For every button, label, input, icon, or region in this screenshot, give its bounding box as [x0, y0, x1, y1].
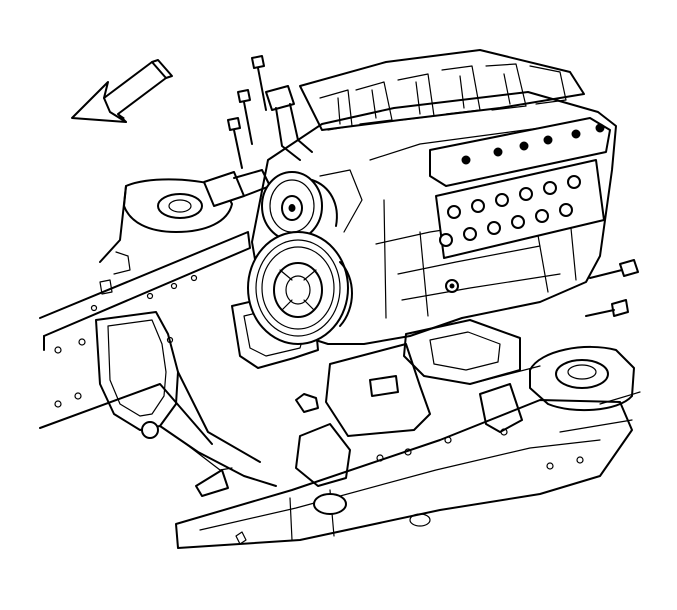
crankshaft-balancer-icon [247, 231, 353, 345]
thermostat-housing-icon [203, 85, 313, 207]
valve-cover-icon [429, 117, 611, 259]
crossmember-icon [95, 291, 319, 497]
mount-bolts-right-icon [585, 259, 639, 317]
water-pump-pulley-icon [261, 169, 363, 241]
direction-arrow-icon [71, 59, 173, 123]
frame-rail-icon [39, 231, 251, 445]
lower-nut-icon [445, 279, 459, 293]
suspension-cup-left-icon [99, 178, 233, 275]
front-crossmember-icon [175, 383, 641, 549]
intake-manifold-icon [299, 49, 585, 131]
engine-mount-bracket-icon [295, 319, 521, 437]
mount-bolts-left-icon [227, 55, 267, 169]
suspension-cup-right-icon [469, 345, 635, 412]
